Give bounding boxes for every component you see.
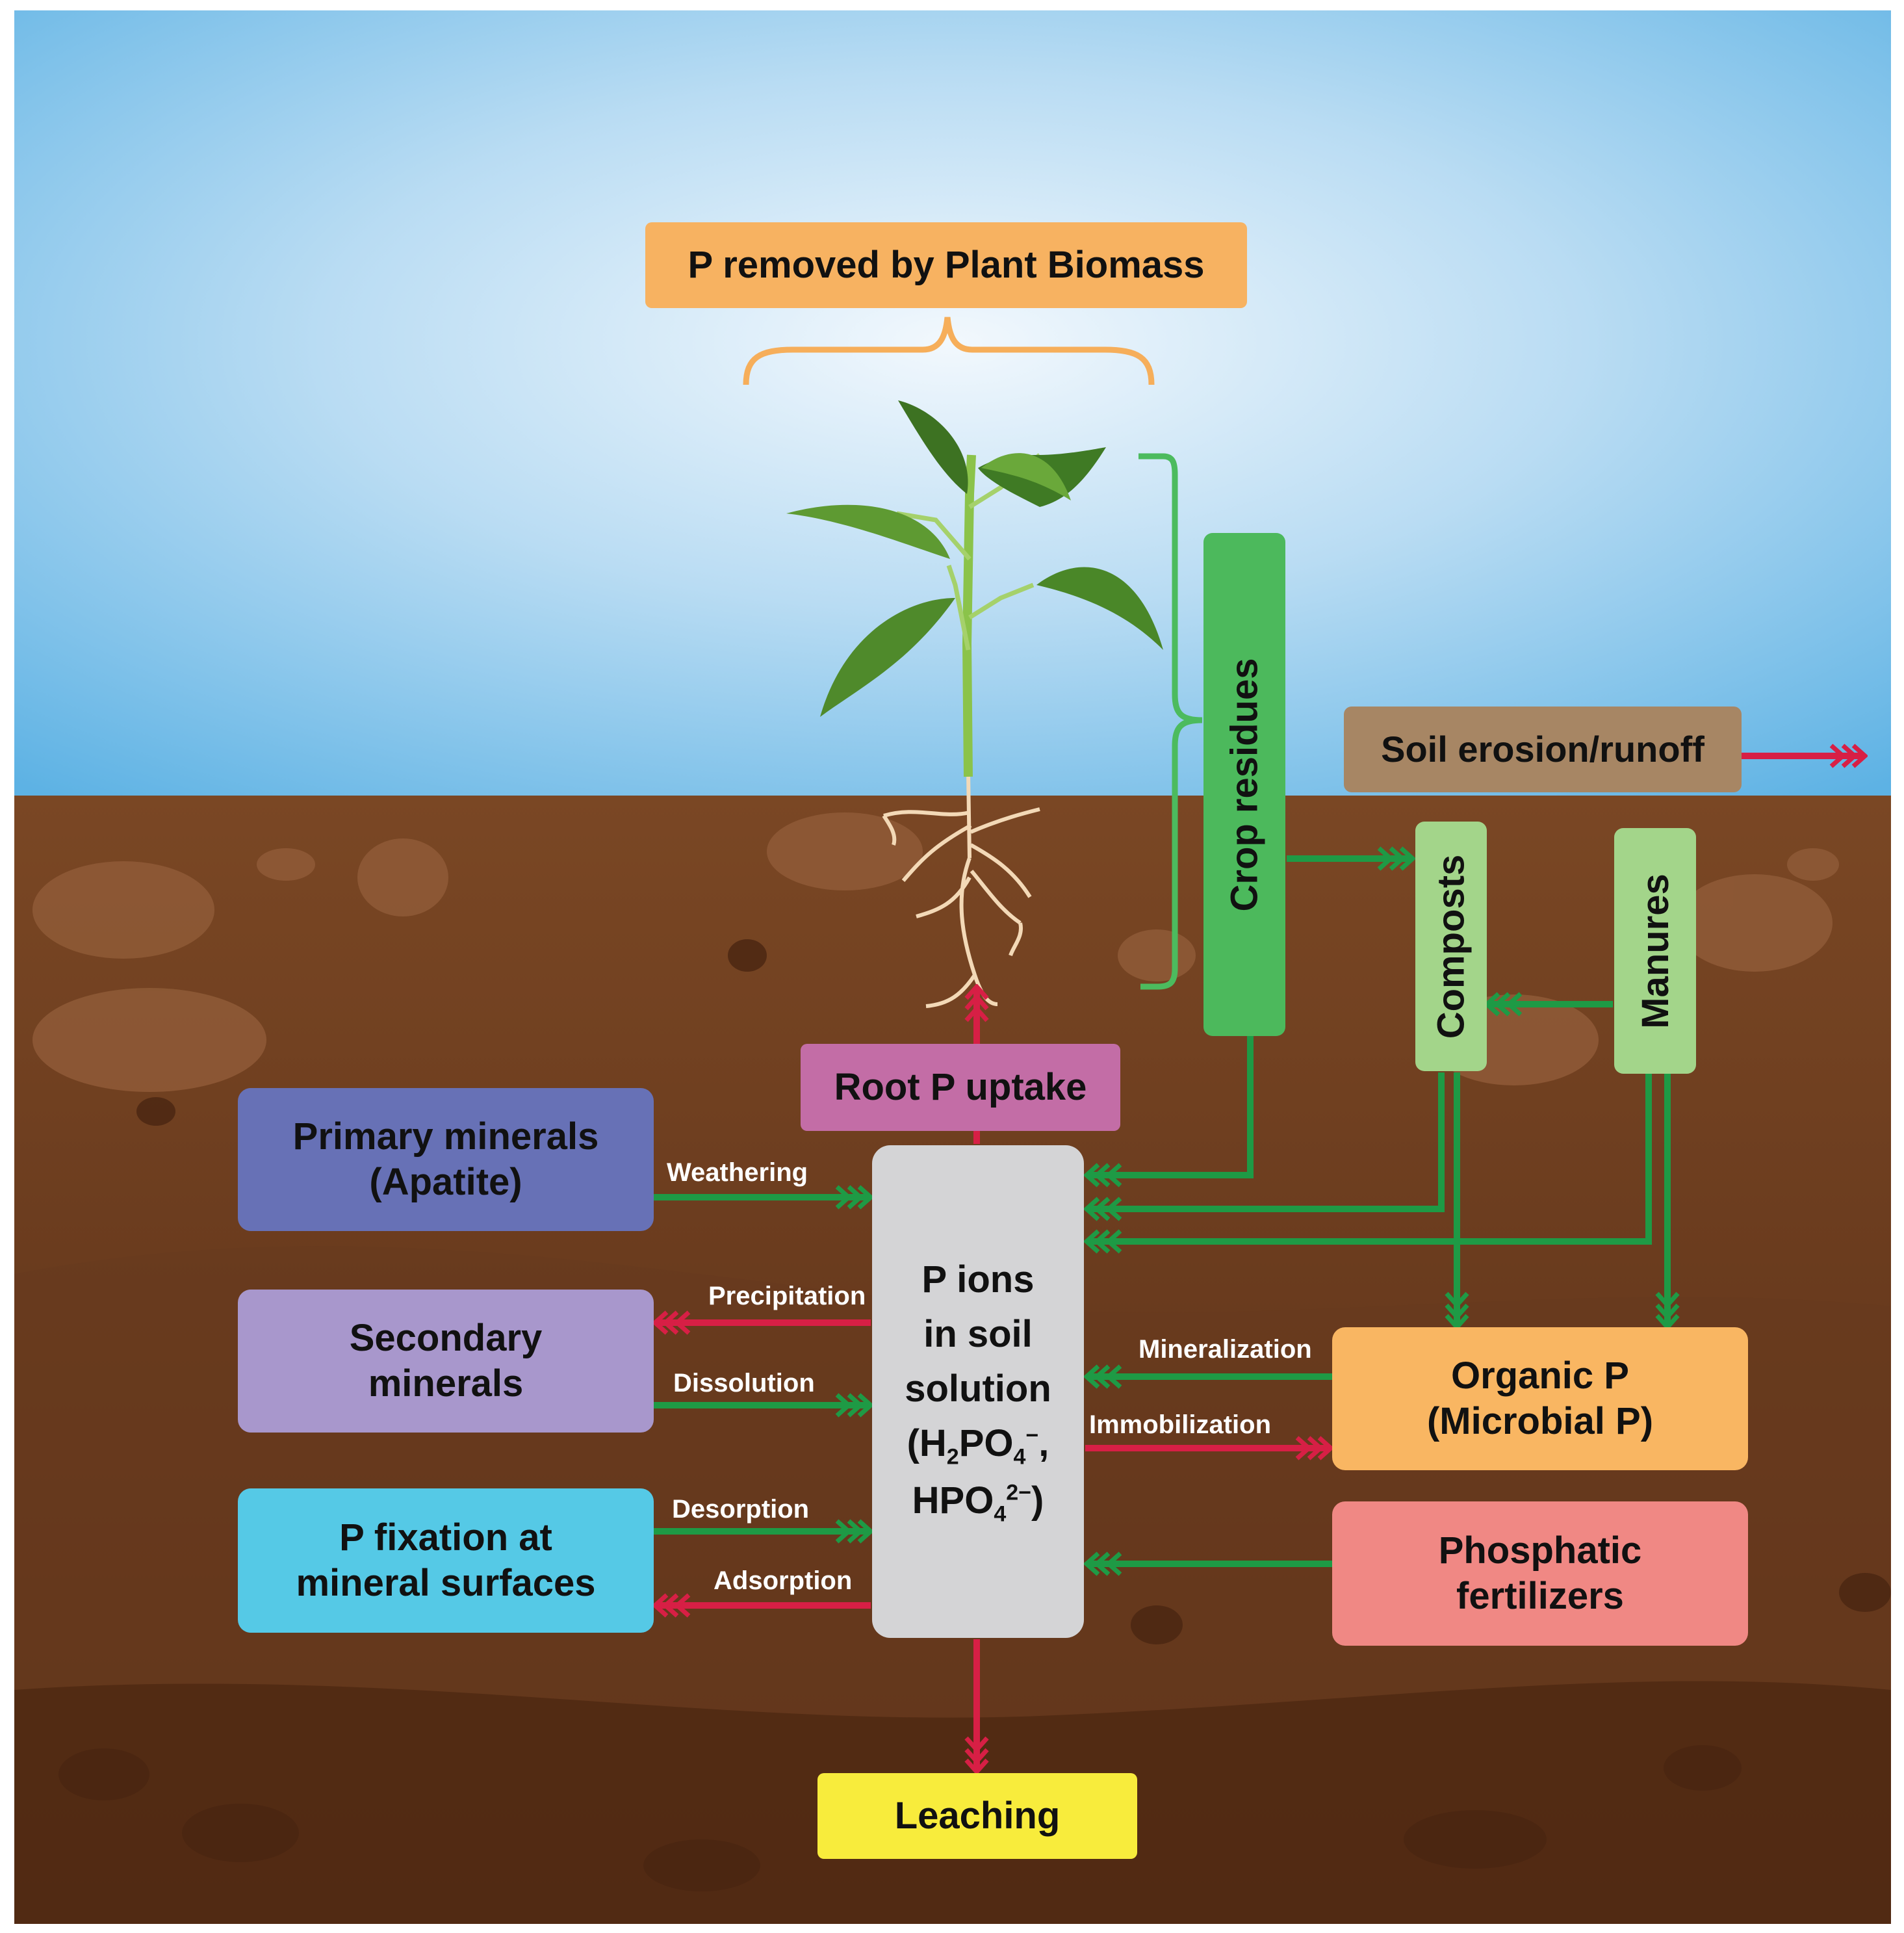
composts-box: Composts: [1415, 822, 1487, 1071]
biomass-brace: [743, 317, 1155, 385]
solution-line1: P ions: [921, 1258, 1035, 1301]
plant: [786, 400, 1163, 1008]
solution-line2: in soil: [923, 1313, 1033, 1356]
soil-erosion-label: Soil erosion/runoff: [1381, 729, 1705, 770]
phosphatic-fertilizers-box: Phosphatic fertilizers: [1332, 1501, 1748, 1646]
leaching-label: Leaching: [894, 1795, 1061, 1837]
composts-label: Composts: [1430, 854, 1473, 1039]
solution-ion2: HPO42−): [912, 1479, 1044, 1527]
phosphatic-fertilizers-line2: fertilizers: [1456, 1575, 1624, 1617]
arrow-composts-to-solution: [1088, 1072, 1445, 1209]
mineralization-label: Mineralization: [1139, 1335, 1312, 1364]
secondary-minerals-box: Secondary minerals: [238, 1290, 654, 1433]
leaf: [820, 598, 955, 717]
soil-erosion-box: Soil erosion/runoff: [1344, 707, 1742, 792]
phosphatic-fertilizers-line1: Phosphatic: [1438, 1529, 1642, 1572]
arrow-manures-to-solution: [1088, 1074, 1652, 1241]
primary-minerals-box: Primary minerals (Apatite): [238, 1088, 654, 1231]
immobilization-label: Immobilization: [1089, 1410, 1271, 1439]
crop-residues-box: Crop residues: [1203, 533, 1285, 1036]
root-uptake-box: Root P uptake: [801, 1044, 1120, 1131]
plant-biomass-text: P removed by Plant Biomass: [688, 244, 1205, 287]
desorption-label: Desorption: [672, 1495, 810, 1524]
soil-solution-box: P ions in soil solution (H2PO4−, HPO42−): [872, 1145, 1084, 1638]
solution-line3: solution: [905, 1368, 1051, 1410]
adsorption-label: Adsorption: [714, 1566, 853, 1595]
dissolution-label: Dissolution: [673, 1369, 815, 1397]
leaching-box: Leaching: [817, 1773, 1137, 1859]
p-fixation-box: P fixation at mineral surfaces: [238, 1488, 654, 1633]
weathering-label: Weathering: [667, 1158, 808, 1187]
manures-box: Manures: [1614, 828, 1696, 1074]
p-fixation-line2: mineral surfaces: [296, 1562, 596, 1604]
secondary-minerals-line2: minerals: [368, 1362, 524, 1405]
precipitation-label: Precipitation: [708, 1282, 866, 1310]
primary-minerals-line1: Primary minerals: [292, 1115, 599, 1158]
plant-roots: [882, 773, 1040, 1008]
secondary-minerals-line1: Secondary: [349, 1317, 543, 1360]
leaf: [1036, 567, 1163, 650]
leaf: [898, 400, 968, 494]
crop-residues-label: Crop residues: [1223, 658, 1266, 911]
arrow-residues-to-solution: [1088, 1036, 1254, 1175]
organic-p-line1: Organic P: [1451, 1355, 1629, 1397]
soil-dark-spots: [58, 939, 1891, 1891]
organic-p-box: Organic P (Microbial P): [1332, 1327, 1748, 1470]
leaf: [981, 453, 1071, 500]
plant-biomass-label: P removed by Plant Biomass: [645, 222, 1247, 308]
solution-ion1: (H2PO4−,: [907, 1422, 1049, 1470]
leaf: [786, 504, 950, 559]
root-uptake-label: Root P uptake: [834, 1066, 1087, 1109]
crop-residue-brace: [1139, 453, 1203, 990]
primary-minerals-line2: (Apatite): [369, 1161, 522, 1203]
sky: [14, 10, 1891, 799]
plant-stem: [962, 454, 976, 777]
organic-p-line2: (Microbial P): [1426, 1400, 1654, 1442]
manures-label: Manures: [1634, 873, 1677, 1029]
p-fixation-line1: P fixation at: [339, 1516, 552, 1559]
